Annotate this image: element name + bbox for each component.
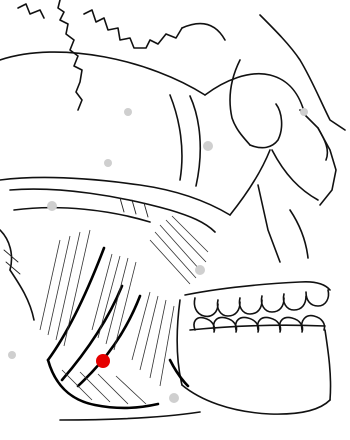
grey-spots — [8, 108, 308, 403]
red-marker-point — [96, 354, 110, 368]
skull-outline — [0, 15, 345, 262]
masseter-muscle — [40, 216, 208, 408]
posterior-skull-lines — [0, 230, 34, 320]
upper-teeth — [185, 282, 330, 317]
lower-teeth — [190, 316, 325, 332]
cranial-suture — [18, 0, 225, 110]
